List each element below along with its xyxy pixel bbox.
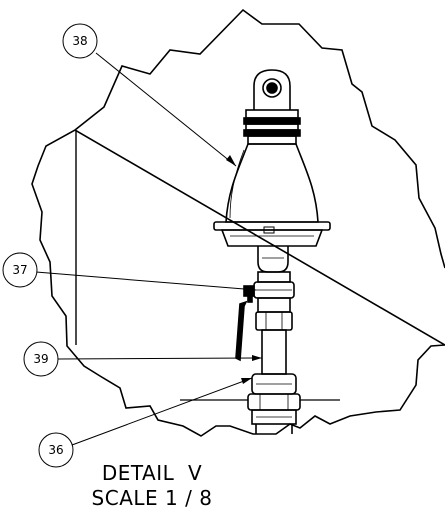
callout-37-label: 37 bbox=[12, 263, 27, 277]
leader-38 bbox=[95, 52, 237, 167]
callout-39-label: 39 bbox=[33, 352, 48, 366]
leader-lines bbox=[35, 52, 263, 446]
leader-37 bbox=[35, 271, 257, 291]
callout-36-label: 36 bbox=[48, 443, 63, 457]
detail-boundary bbox=[31, 8, 445, 437]
callout-38: 38 bbox=[62, 23, 98, 59]
air-valve-top bbox=[243, 69, 301, 145]
hex-coupling bbox=[255, 311, 293, 331]
pipe-nipple bbox=[261, 329, 287, 375]
air-valve-body bbox=[213, 143, 331, 247]
leader-36 bbox=[71, 377, 253, 446]
leader-39 bbox=[57, 357, 263, 360]
detail-scale: SCALE 1 / 8 bbox=[92, 486, 213, 510]
callout-37: 37 bbox=[2, 252, 38, 288]
valve-neck bbox=[257, 246, 289, 273]
callout-38-label: 38 bbox=[72, 34, 87, 48]
detail-title: DETAIL V bbox=[102, 461, 202, 485]
union-fitting bbox=[247, 373, 301, 434]
callout-36: 36 bbox=[38, 432, 74, 468]
callout-39: 39 bbox=[23, 341, 59, 377]
leader-arrows bbox=[226, 155, 262, 384]
